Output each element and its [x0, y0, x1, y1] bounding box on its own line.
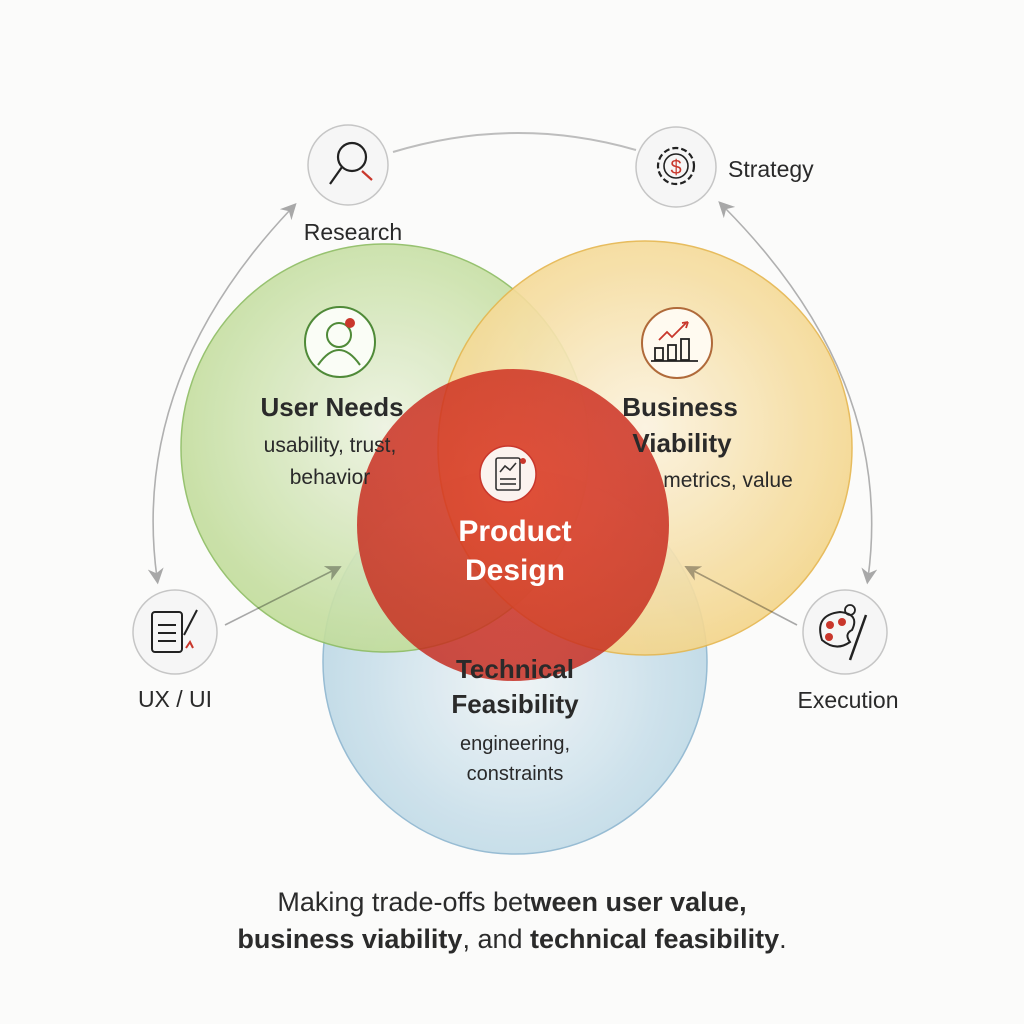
user-needs-sub-1: usability, trust,: [264, 434, 397, 457]
document-pen-icon: [151, 609, 198, 653]
node-label-research: Research: [304, 219, 402, 245]
caption-part-4: , and: [462, 924, 531, 954]
notification-dot-icon: [345, 318, 355, 328]
arc-research-strategy: [392, 132, 637, 153]
palette-brush-icon: [819, 604, 868, 661]
caption-part-6: .: [779, 924, 787, 954]
gear-dollar-icon: $: [656, 146, 696, 186]
technical-title-1: Technical: [456, 654, 574, 684]
node-execution[interactable]: Execution: [797, 589, 899, 713]
caption-part-2: ween user value,: [530, 887, 747, 917]
caption-line-1: Making trade-offs between user value,: [0, 884, 1024, 921]
node-research[interactable]: Research: [304, 124, 402, 245]
business-title-1: Business: [622, 392, 738, 422]
user-icon-badge: [304, 306, 376, 378]
chart-icon-badge: [641, 307, 713, 379]
business-viability-content: Business Viability metrics, value: [622, 307, 793, 492]
caption-line-2: business viability, and technical feasib…: [0, 921, 1024, 958]
user-needs-title: User Needs: [260, 392, 403, 422]
node-ux-ui[interactable]: UX / UI: [132, 589, 218, 712]
technical-title-2: Feasibility: [451, 689, 579, 719]
node-label-ux-ui: UX / UI: [138, 686, 212, 712]
node-label-strategy: Strategy: [728, 156, 814, 182]
caption-part-3: business viability: [237, 924, 463, 954]
svg-text:$: $: [670, 157, 681, 179]
product-design-title-1: Product: [458, 515, 571, 548]
user-needs-sub-2: behavior: [290, 466, 371, 489]
caption-part-5: technical feasibility: [530, 924, 780, 954]
technical-feasibility-content: Technical Feasibility engineering, const…: [451, 654, 579, 785]
bar-chart-up-icon: [651, 321, 698, 362]
business-sub-1: metrics, value: [663, 469, 793, 492]
technical-sub-2: constraints: [467, 763, 564, 785]
user-icon: [317, 322, 361, 366]
arrow-strategy-execution: [718, 201, 878, 585]
node-label-execution: Execution: [797, 687, 898, 713]
circle-product-design: [357, 369, 669, 681]
caption: Making trade-offs between user value, bu…: [0, 884, 1024, 958]
node-strategy[interactable]: $ Strategy: [635, 126, 814, 208]
magnifier-icon: [329, 141, 373, 185]
caption-part-1: Making trade-offs bet: [277, 887, 531, 917]
product-design-title-2: Design: [465, 554, 565, 587]
product-design-content: Product Design: [458, 445, 572, 587]
user-needs-content: User Needs usability, trust, behavior: [260, 306, 404, 489]
arrow-research-uxui: [147, 203, 297, 585]
design-document-icon: [495, 457, 526, 491]
design-doc-icon-badge: [479, 445, 537, 503]
business-title-2: Viability: [632, 428, 732, 458]
technical-sub-1: engineering,: [460, 733, 570, 755]
